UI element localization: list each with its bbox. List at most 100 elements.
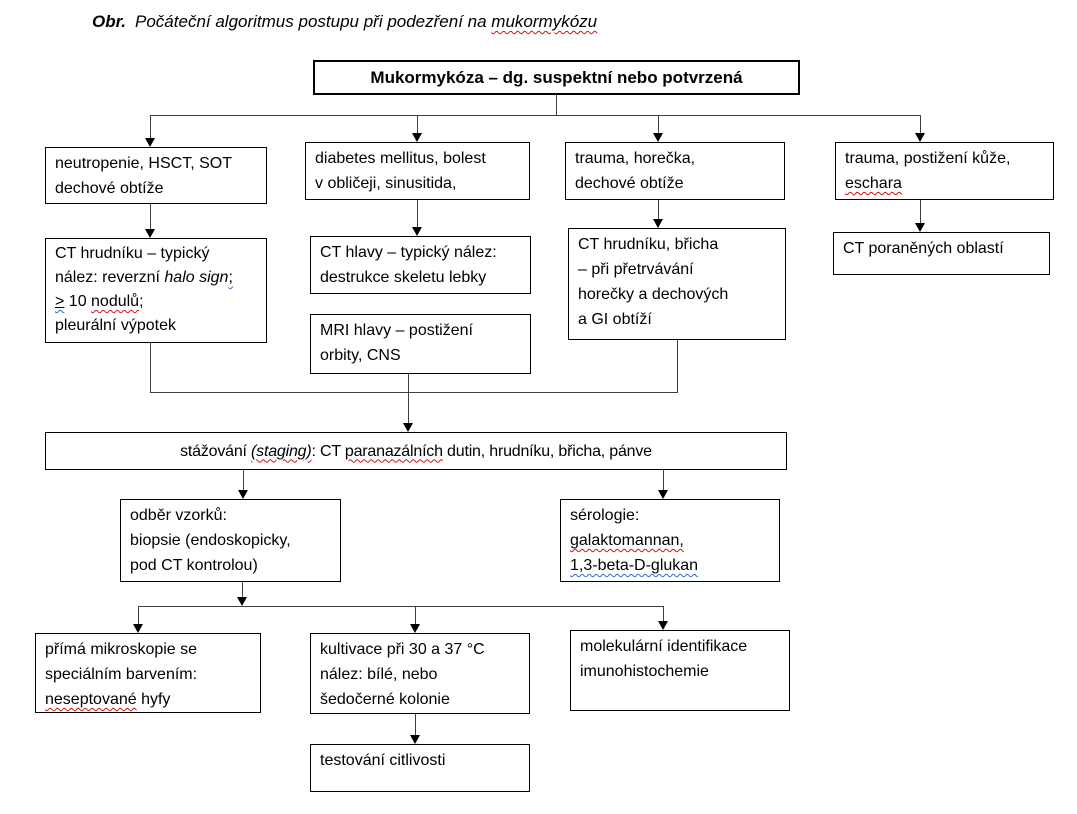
box-ct-hlavy: CT hlavy – typický nález: destrukce skel… xyxy=(310,236,531,294)
arrowhead-down xyxy=(412,133,422,142)
box-text-line: CT hrudníku – typický xyxy=(55,245,210,262)
connector-vline xyxy=(417,200,418,227)
arrowhead-down xyxy=(410,624,420,633)
box-text-line: horečky a dechových xyxy=(578,286,729,303)
box-text-line: CT poraněných oblastí xyxy=(843,240,1004,257)
box-staging: stážování (staging): CT paranazálních du… xyxy=(45,432,787,470)
arrowhead-down xyxy=(915,223,925,232)
box-text-line: imunohistochemie xyxy=(580,663,709,680)
arrowhead-down xyxy=(410,735,420,744)
box-text: Mukormykóza – dg. suspektní nebo potvrze… xyxy=(370,68,743,87)
misspelled-word: galaktomannan, xyxy=(570,532,684,549)
italic-term: halo sign xyxy=(164,269,229,286)
arrowhead-down xyxy=(145,229,155,238)
box-text-line: orbity, CNS xyxy=(320,347,401,364)
box-text-line: > 10 nodulů; xyxy=(55,290,257,314)
arrowhead-down xyxy=(653,133,663,142)
connector-vline xyxy=(408,374,409,423)
connector-vline xyxy=(556,95,557,115)
text-segment: stážování xyxy=(180,442,252,460)
box-ct-hrudniku-bricha: CT hrudníku, břicha – při přetrvávání ho… xyxy=(568,228,786,340)
misspelled-italic-word: (staging) xyxy=(251,442,312,460)
arrowhead-down xyxy=(915,133,925,142)
box-ct-poranenych: CT poraněných oblastí xyxy=(833,232,1050,275)
connector-hline xyxy=(150,392,678,393)
box-trauma-horecka: trauma, horečka, dechové obtíže xyxy=(565,142,785,200)
figure-label: Obr. xyxy=(92,12,127,31)
box-text-line: pleurální výpotek xyxy=(55,317,176,334)
box-text-line: dechové obtíže xyxy=(55,180,164,197)
connector-vline xyxy=(658,200,659,219)
arrowhead-down xyxy=(133,624,143,633)
connector-vline xyxy=(920,115,921,133)
misspelled-word: paranazálních xyxy=(344,442,443,460)
arrowhead-down xyxy=(238,490,248,499)
connector-vline xyxy=(658,115,659,133)
box-text-line: nález: reverzní halo sign; xyxy=(55,266,257,290)
connector-vline xyxy=(417,115,418,133)
box-text-line: diabetes mellitus, bolest xyxy=(315,150,486,167)
text-segment: 10 xyxy=(64,293,92,310)
misspelled-word: eschara xyxy=(845,175,902,192)
text-segment: dutin, hrudníku, břicha, pánve xyxy=(442,442,652,460)
connector-vline xyxy=(150,204,151,229)
box-kultivace: kultivace při 30 a 37 °C nález: bílé, ne… xyxy=(310,633,530,714)
connector-vline xyxy=(243,470,244,490)
connector-vline xyxy=(415,606,416,624)
connector-hline xyxy=(150,115,921,116)
box-text-line: dechové obtíže xyxy=(575,175,684,192)
box-text-line: trauma, horečka, xyxy=(575,150,696,167)
box-text-line: kultivace při 30 a 37 °C xyxy=(320,641,485,658)
arrowhead-down xyxy=(237,597,247,606)
misspelled-word: neseptované xyxy=(45,691,137,708)
box-text-line: speciálním barvením: xyxy=(45,666,198,683)
box-prima-mikroskopie: přímá mikroskopie se speciálním barvením… xyxy=(35,633,261,713)
box-neutropenie: neutropenie, HSCT, SOT dechové obtíže xyxy=(45,147,267,204)
box-odber-vzorku: odběr vzorků: biopsie (endoskopicky, pod… xyxy=(120,499,341,582)
box-text: stážování (staging): CT paranazálních du… xyxy=(180,439,652,464)
connector-vline xyxy=(242,582,243,597)
box-text-line: šedočerné kolonie xyxy=(320,691,450,708)
underlined-gte-sign: > xyxy=(55,293,64,310)
box-text-line: přímá mikroskopie se xyxy=(45,641,198,658)
connector-vline xyxy=(920,200,921,223)
box-text-line: odběr vzorků: xyxy=(130,507,227,524)
box-text-line: 1,3-beta-D-glukan xyxy=(570,553,770,578)
box-text-line: sérologie: xyxy=(570,507,640,524)
box-diagnosis-root: Mukormykóza – dg. suspektní nebo potvrze… xyxy=(313,60,800,95)
arrowhead-down xyxy=(658,621,668,630)
box-text-line: CT hlavy – typický nález: xyxy=(320,244,497,261)
box-text-line: galaktomannan, xyxy=(570,528,770,553)
box-text-line: neseptované hyfy xyxy=(45,687,251,712)
grammar-marked-text: ; xyxy=(228,269,233,286)
box-text-line: v obličeji, sinusitida, xyxy=(315,175,457,192)
box-text-line: destrukce skeletu lebky xyxy=(320,269,487,286)
figure-title-misspelled-word: mukormykózu xyxy=(491,12,598,31)
text-segment: hyfy xyxy=(136,691,171,708)
arrowhead-down xyxy=(145,138,155,147)
connector-vline xyxy=(663,470,664,490)
box-text-line: CT hrudníku, břicha xyxy=(578,236,719,253)
box-testovani-citlivosti: testování citlivosti xyxy=(310,744,530,792)
box-text-line: a GI obtíží xyxy=(578,311,652,328)
box-text-line: nález: bílé, nebo xyxy=(320,666,438,683)
text-segment: : CT xyxy=(311,442,345,460)
connector-vline xyxy=(138,606,139,624)
grammar-marked-text: 1,3-beta-D-glukan xyxy=(570,557,699,574)
box-ct-hrudniku: CT hrudníku – typický nález: reverzní ha… xyxy=(45,238,267,343)
figure-title-text: Počáteční algoritmus postupu při podezře… xyxy=(135,12,492,31)
box-serologie: sérologie: galaktomannan, 1,3-beta-D-glu… xyxy=(560,499,780,582)
box-text-line: eschara xyxy=(845,171,1044,196)
arrowhead-down xyxy=(403,423,413,432)
box-text-line: MRI hlavy – postižení xyxy=(320,322,473,339)
connector-vline xyxy=(677,340,678,392)
text-segment: ; xyxy=(139,293,144,310)
box-trauma-kuze: trauma, postižení kůže, eschara xyxy=(835,142,1054,200)
connector-vline xyxy=(415,714,416,735)
box-text-line: molekulární identifikace xyxy=(580,638,748,655)
misspelled-word: nodulů xyxy=(91,293,140,310)
box-diabetes: diabetes mellitus, bolest v obličeji, si… xyxy=(305,142,530,200)
box-text-line: trauma, postižení kůže, xyxy=(845,150,1011,167)
grammar-marked-text: > xyxy=(55,293,65,310)
